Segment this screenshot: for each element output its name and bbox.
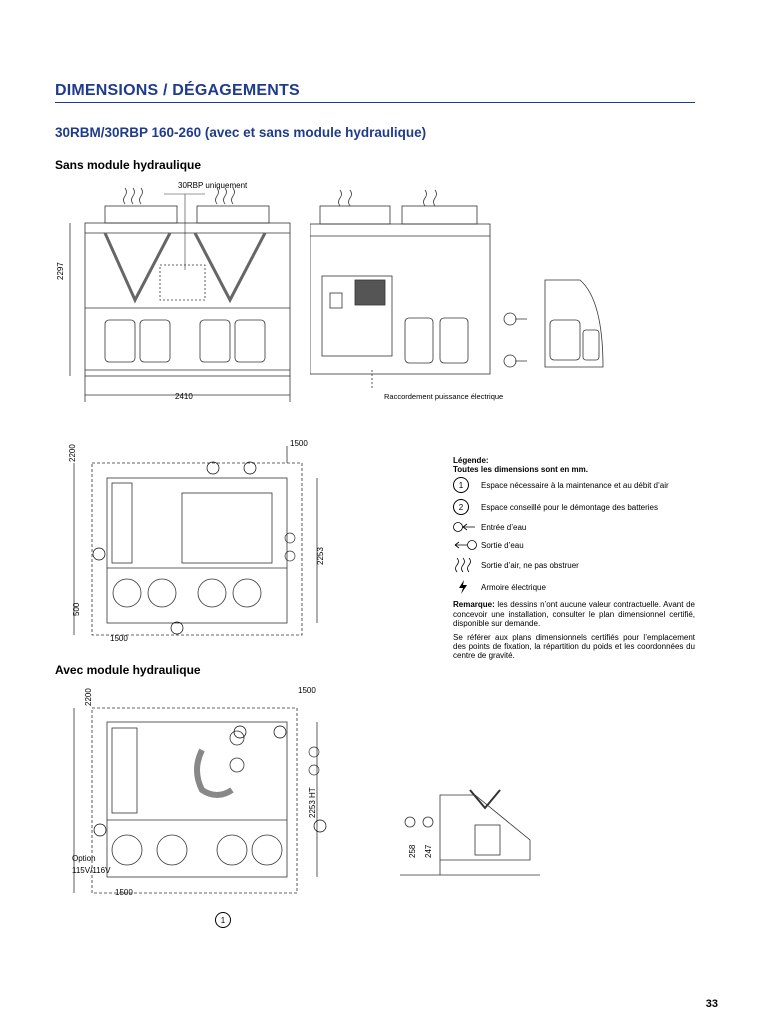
page-number: 33 (705, 998, 718, 1010)
hydraulic-side-drawing (400, 789, 540, 876)
plan2-dim-2253ht: 2253 HT (308, 787, 317, 818)
plan1-dim-2253: 2253 (316, 547, 325, 565)
label-power-connection: Raccordement puissance électrique (384, 392, 504, 401)
circle-1-marker: 1 (215, 912, 231, 928)
front-elevation-drawing (69, 187, 291, 402)
legend-units: Toutes les dimensions sont en mm. (453, 465, 588, 475)
circle-2-icon: 2 (453, 499, 469, 516)
circle-1-icon: 1 (215, 912, 231, 928)
air-outlet-icon (455, 558, 471, 573)
dim-258: 258 (408, 844, 417, 858)
dim-247: 247 (424, 844, 433, 858)
legend-text: Sortie d’air, ne pas obstruer (481, 560, 579, 570)
circle-1-icon: 1 (453, 477, 469, 494)
page-title: DIMENSIONS / DÉGAGEMENTS (55, 82, 300, 99)
option-label: Option (72, 854, 96, 863)
plan1-dim-2200: 2200 (68, 444, 77, 462)
plan-view-avec-module (73, 707, 327, 894)
legend-item: Armoire électrique (453, 576, 695, 598)
plan1-dim-1500-top: 1500 (290, 439, 308, 448)
water-inlet-icon (453, 522, 475, 533)
water-outlet-icon (454, 540, 477, 551)
page-subtitle: 30RBM/30RBP 160-260 (avec et sans module… (55, 125, 427, 140)
legend-item: Entrée d’eau (453, 518, 695, 536)
legend-text: Armoire électrique (481, 582, 546, 592)
side-elevation-drawing (310, 189, 491, 388)
plan2-dim-1500-bottom: 1500 (115, 888, 133, 897)
legend-note: Se référer aux plans dimensionnels certi… (453, 632, 695, 661)
remark-text: les dessins n’ont aucune valeur contract… (453, 600, 695, 628)
plan1-dim-500: 500 (72, 602, 81, 616)
dim-width: 2410 (175, 392, 193, 401)
plan2-dim-1500-top: 1500 (298, 686, 316, 695)
dim-height: 2297 (56, 262, 65, 280)
legend-item: Sortie d’eau (453, 536, 695, 554)
legend-item: 2 Espace conseillé pour le démontage des… (453, 496, 695, 518)
legend-text: Espace conseillé pour le démontage des b… (481, 502, 658, 512)
legend-text: Espace nécessaire à la maintenance et au… (481, 480, 669, 490)
option-voltage: 115V/116V (72, 866, 111, 875)
legend-text: Sortie d’eau (481, 540, 524, 550)
legend: Légende: Toutes les dimensions sont en m… (453, 456, 695, 661)
partial-side-drawing (503, 279, 604, 368)
section-heading-sans-module: Sans module hydraulique (55, 158, 202, 172)
legend-heading: Légende: (453, 456, 489, 465)
section-heading-avec-module: Avec module hydraulique (55, 663, 201, 677)
label-30rbp-only: 30RBP uniquement (178, 181, 248, 190)
electrical-box-icon (459, 580, 467, 595)
plan1-dim-1500-bottom: 1500 (110, 634, 128, 643)
legend-remark: Remarque: les dessins n’ont aucune valeu… (453, 600, 695, 628)
remark-label: Remarque: (453, 600, 495, 610)
plan-view-sans-module (73, 446, 318, 636)
plan2-dim-2200: 2200 (84, 688, 93, 706)
title-divider (55, 102, 695, 103)
legend-item: 1 Espace nécessaire à la maintenance et … (453, 474, 695, 496)
legend-text: Entrée d’eau (481, 522, 527, 532)
legend-item: Sortie d’air, ne pas obstruer (453, 554, 695, 576)
